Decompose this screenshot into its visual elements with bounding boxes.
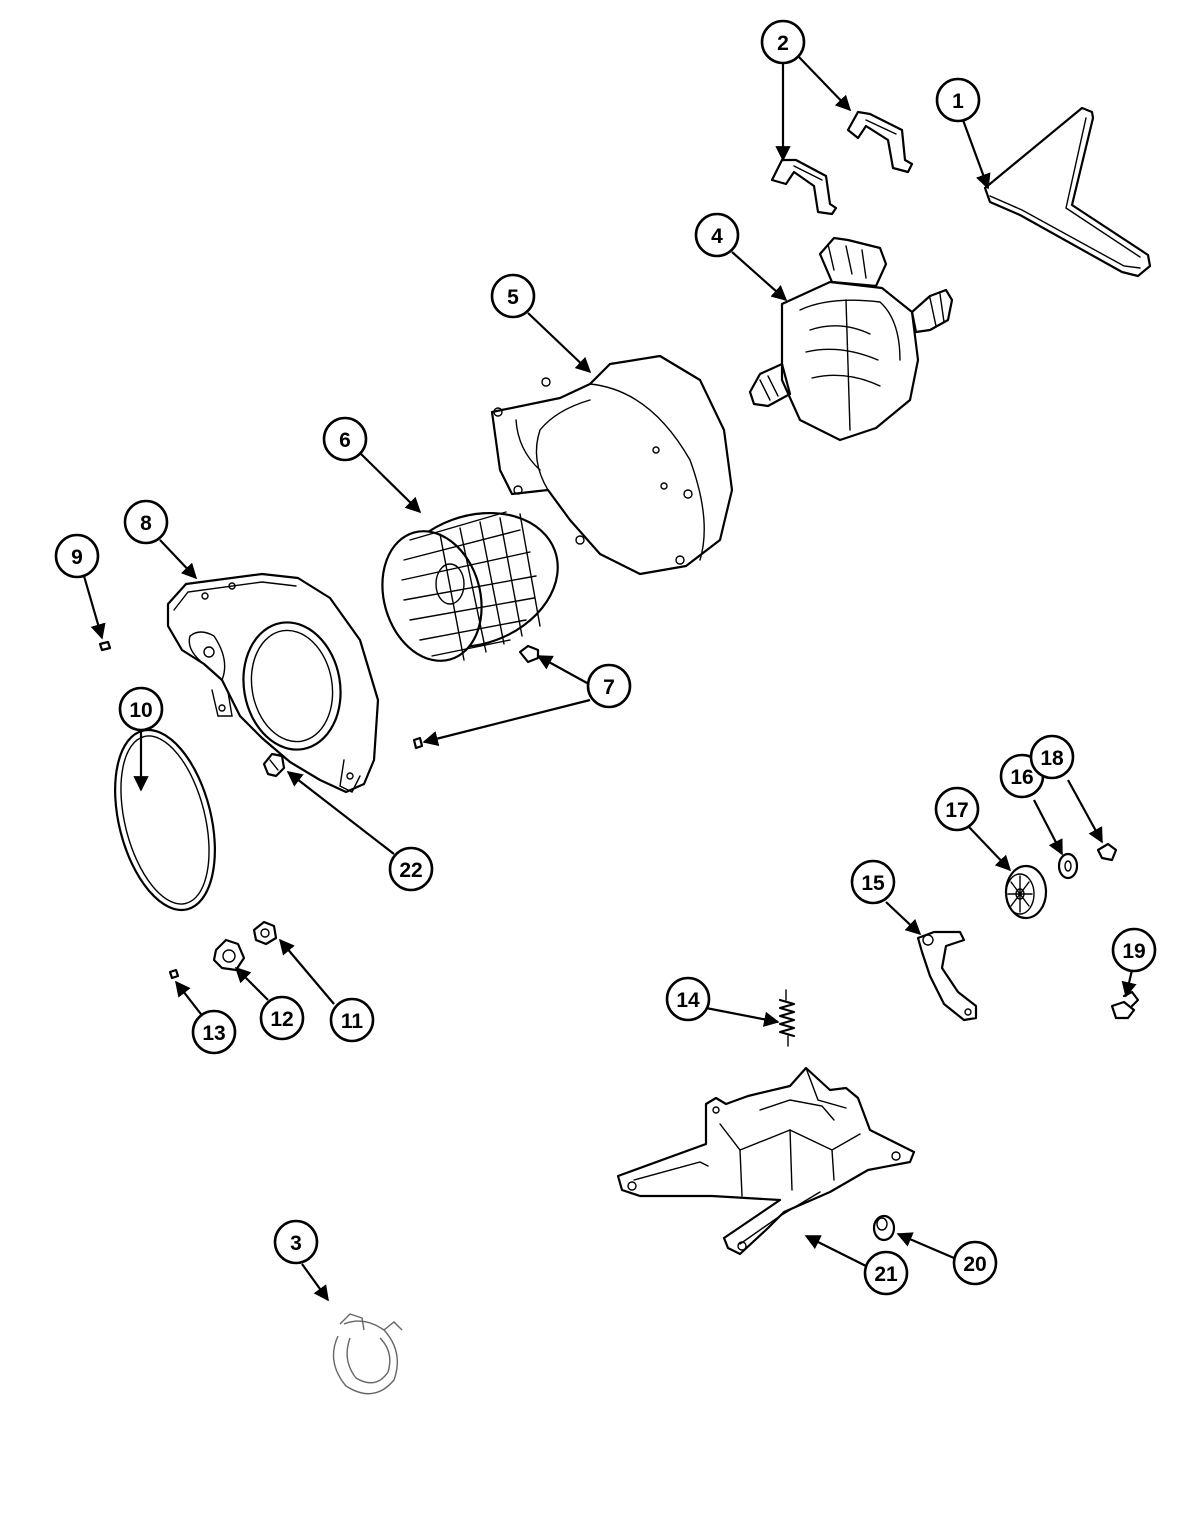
callout-8: 8 [123, 499, 169, 545]
screw-part-7b [412, 736, 424, 750]
callout-17: 17 [934, 786, 980, 832]
callout-11: 11 [329, 997, 375, 1043]
leader-7a [536, 655, 588, 684]
callout-14: 14 [665, 976, 711, 1022]
hose-clamp-part [332, 1313, 403, 1395]
callout-6-label: 6 [339, 429, 351, 452]
leader-20 [896, 1232, 955, 1260]
motor-clamp-part-upper [846, 110, 914, 174]
thermostat-part-12 [212, 938, 246, 972]
retaining-clip-part [1096, 842, 1118, 862]
leader-lines [82, 54, 1137, 1302]
callout-1: 1 [935, 77, 981, 123]
blower-housing-part [490, 354, 734, 576]
callout-22-label: 22 [399, 859, 422, 882]
leader-3 [301, 1263, 329, 1302]
callout-17-label: 17 [945, 799, 968, 822]
callout-19: 19 [1111, 927, 1157, 973]
leader-2a [796, 54, 852, 112]
leader-1 [961, 119, 991, 190]
leader-9 [82, 575, 106, 640]
callout-2-label: 2 [777, 32, 789, 55]
leader-21 [804, 1235, 867, 1267]
drive-motor-part [748, 236, 954, 442]
leader-11 [279, 938, 335, 1005]
thermostat-part-11 [252, 920, 278, 946]
leader-17 [967, 825, 1012, 872]
screw-part-9 [98, 640, 112, 652]
leader-7b [422, 698, 591, 747]
callout-14-label: 14 [676, 989, 700, 1012]
leader-16 [1033, 799, 1063, 856]
callout-7: 7 [586, 663, 632, 709]
callout-20-label: 20 [963, 1253, 986, 1276]
drive-belt-part [983, 106, 1152, 278]
leader-8 [159, 539, 198, 580]
clip-part-22 [262, 752, 286, 778]
callout-4-label: 4 [711, 225, 723, 248]
leader-6 [359, 452, 422, 514]
screw-part-7a [518, 644, 540, 664]
callout-19-label: 19 [1122, 940, 1145, 963]
callout-8-label: 8 [140, 512, 152, 535]
seal-ring-part [114, 728, 216, 912]
screw-part-13 [168, 968, 180, 980]
callout-9-label: 9 [71, 546, 83, 569]
callout-16-label: 16 [1010, 766, 1033, 789]
callout-6: 6 [322, 416, 368, 462]
callout-1-label: 1 [952, 90, 964, 113]
callout-4: 4 [694, 212, 740, 258]
callout-9: 9 [54, 533, 100, 579]
shoulder-bolt-part [1110, 990, 1140, 1020]
leader-18 [1067, 779, 1103, 844]
callout-10: 10 [118, 686, 164, 732]
callout-21-label: 21 [874, 1263, 898, 1286]
callout-11-label: 11 [341, 1010, 364, 1033]
callout-5-label: 5 [507, 286, 519, 309]
idler-arm-part [916, 930, 978, 1022]
washer-part [1057, 852, 1079, 880]
callout-2: 2 [760, 19, 806, 65]
leader-5 [527, 312, 592, 374]
motor-mount-base-part [616, 1066, 916, 1256]
callout-15: 15 [850, 859, 896, 905]
callout-20: 20 [952, 1240, 998, 1286]
callout-13-label: 13 [202, 1022, 225, 1045]
callout-10-label: 10 [129, 699, 152, 722]
callout-12: 12 [259, 995, 305, 1041]
callout-5: 5 [490, 273, 536, 319]
callout-13: 13 [191, 1009, 237, 1055]
leader-14 [705, 1006, 780, 1027]
housing-cover-plate-part [166, 572, 380, 794]
callout-22: 22 [388, 846, 434, 892]
spacer-part [872, 1214, 896, 1242]
leader-12 [234, 966, 269, 1001]
motor-clamp-part-lower [770, 158, 838, 216]
callout-7-label: 7 [603, 676, 615, 699]
leader-4 [731, 251, 788, 302]
callout-15-label: 15 [861, 872, 885, 895]
leader-13 [175, 980, 205, 1019]
leader-19 [1121, 969, 1137, 998]
leader-22 [286, 771, 395, 855]
callout-3-label: 3 [290, 1232, 302, 1255]
callout-3: 3 [273, 1219, 319, 1265]
callout-21: 21 [863, 1250, 909, 1296]
idler-pulley-part [1004, 864, 1048, 920]
callout-18: 18 [1029, 734, 1075, 780]
callout-18-label: 18 [1040, 747, 1064, 770]
blower-wheel-part [381, 511, 559, 662]
callout-12-label: 12 [270, 1008, 293, 1031]
leader-15 [885, 901, 922, 936]
spring-part [778, 989, 796, 1047]
